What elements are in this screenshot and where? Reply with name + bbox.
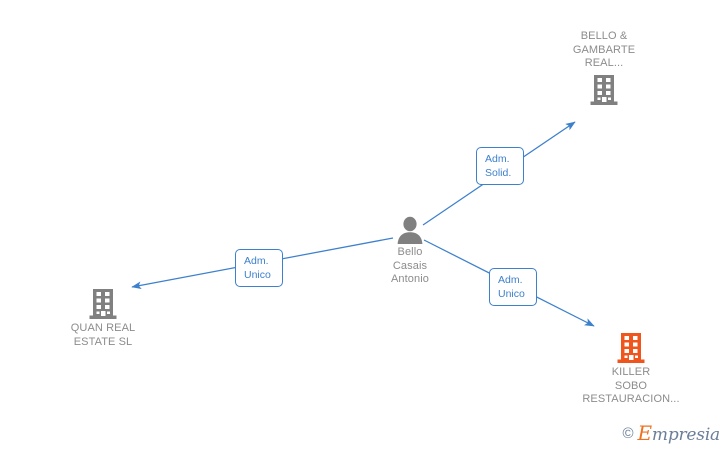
edge-label-adm-unico-right[interactable]: Adm. Unico bbox=[489, 268, 537, 306]
empresia-watermark: © Empresia bbox=[622, 423, 720, 444]
node-company-bello-gambarte[interactable]: BELLO & GAMBARTE REAL... bbox=[539, 30, 669, 106]
node-label-killer-sobo: KILLER SOBO RESTAURACION... bbox=[582, 366, 680, 405]
brand-wordmark: Empresia bbox=[638, 423, 721, 444]
node-company-killer-sobo[interactable]: KILLER SOBO RESTAURACION... bbox=[566, 332, 696, 407]
node-label-person: Bello Casais Antonio bbox=[390, 246, 429, 285]
person-icon bbox=[345, 216, 475, 244]
edge-label-adm-unico-left[interactable]: Adm. Unico bbox=[235, 249, 283, 287]
brand-initial: E bbox=[637, 421, 653, 445]
building-icon bbox=[566, 332, 696, 364]
edge-label-adm-solid[interactable]: Adm. Solid. bbox=[476, 147, 524, 185]
building-icon bbox=[539, 74, 669, 106]
brand-rest: mpresia bbox=[651, 425, 720, 445]
building-icon bbox=[38, 288, 168, 320]
node-company-quan-real-estate[interactable]: QUAN REAL ESTATE SL bbox=[38, 288, 168, 349]
node-person-bello-casais-antonio[interactable]: Bello Casais Antonio bbox=[345, 216, 475, 287]
copyright-icon: © bbox=[622, 425, 634, 442]
node-label-quan-real-estate: QUAN REAL ESTATE SL bbox=[70, 322, 136, 348]
node-label-bello-gambarte: BELLO & GAMBARTE REAL... bbox=[572, 30, 636, 69]
